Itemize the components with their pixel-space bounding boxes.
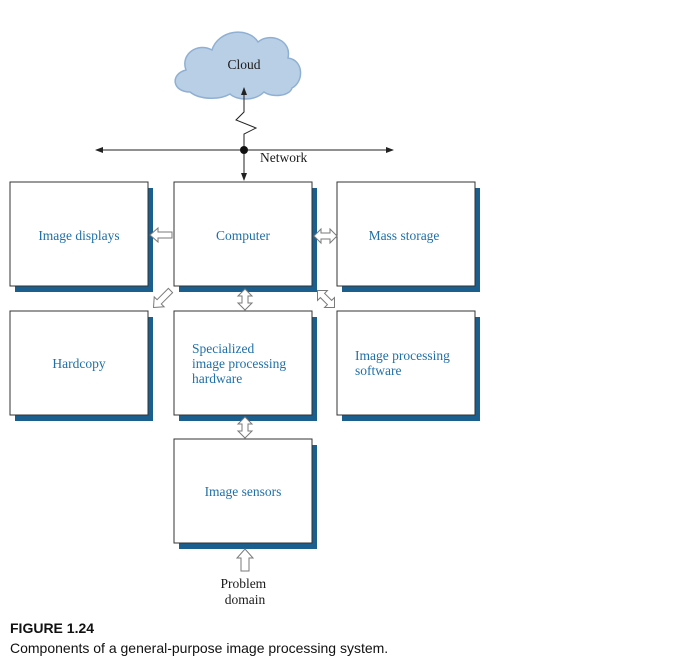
box-label-image-processing-software: Image processing software [355,348,453,378]
figure-label: FIGURE 1.24 [10,620,95,636]
box-computer: Computer [173,181,317,292]
box-label-mass-storage: Mass storage [369,228,440,243]
arrow-computer-mass-storage [313,227,338,245]
system-diagram: Cloud Network Image displays Computer [9,31,480,607]
network-bus: Network [95,146,394,181]
problem-domain-label: Problem domain [220,576,269,607]
figure-caption: Components of a general-purpose image pr… [10,640,389,656]
arrow-computer-specialized [236,288,254,311]
box-image-sensors: Image sensors [173,438,317,549]
box-image-processing-software: Image processing software [336,310,480,421]
arrow-specialized-sensors [236,416,254,439]
box-label-computer: Computer [216,228,270,243]
arrow-computer-software [317,290,335,308]
network-label: Network [260,150,307,165]
cloud: Cloud [174,31,302,100]
arrow-computer-to-hardcopy [152,287,174,309]
box-label-hardcopy: Hardcopy [52,356,105,371]
box-hardcopy: Hardcopy [9,310,153,421]
cloud-network-link [235,87,258,148]
box-label-image-displays: Image displays [38,228,119,243]
cloud-shape [174,31,302,100]
box-mass-storage: Mass storage [336,181,480,292]
arrow-problem-to-sensors [235,548,255,572]
cloud-label: Cloud [227,57,260,72]
box-label-image-sensors: Image sensors [205,484,282,499]
box-image-displays: Image displays [9,181,153,292]
box-label-specialized-hardware: Specialized image processing hardware [192,341,289,386]
arrow-computer-to-displays [149,226,173,244]
network-node [240,146,248,154]
box-specialized-hardware: Specialized image processing hardware [173,310,317,421]
